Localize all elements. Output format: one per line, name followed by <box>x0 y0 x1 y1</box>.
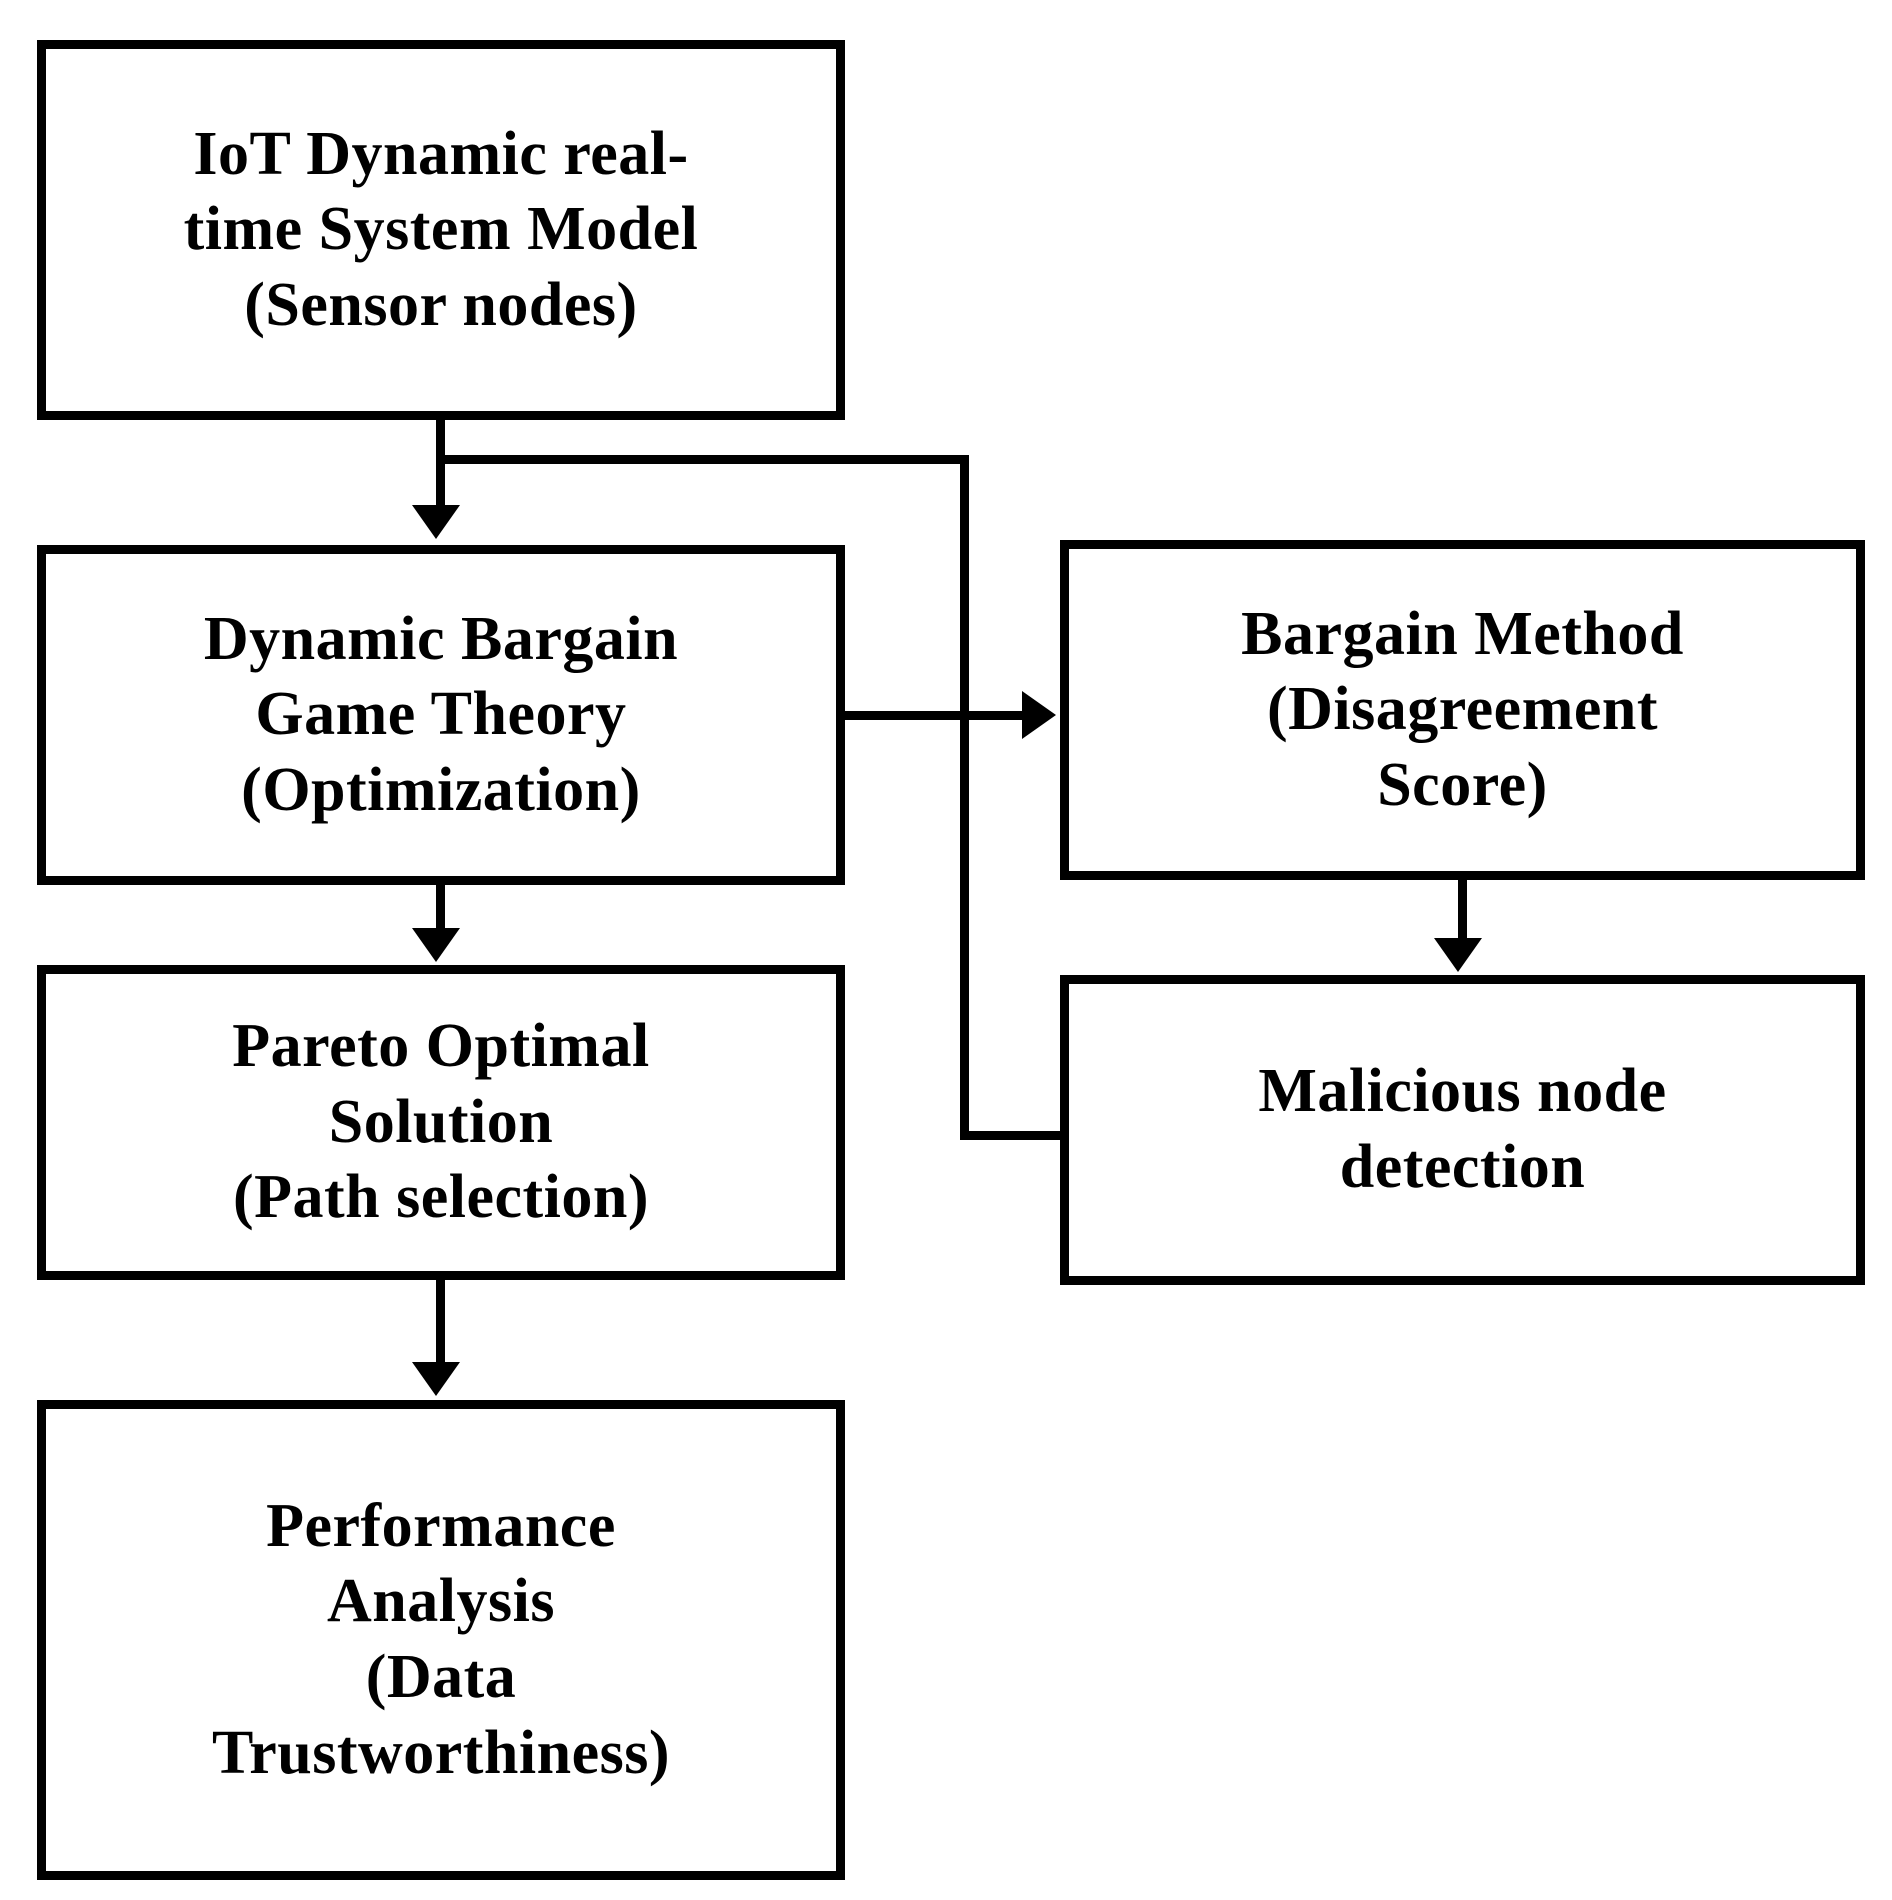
edge-iot-model-to-game-theory-arrowhead-icon <box>412 505 460 539</box>
edge-iot-model-to-malicious-segment-top <box>436 455 969 464</box>
edge-iot-model-to-malicious-segment-vertical <box>960 455 969 1140</box>
node-game-theory-label: Dynamic Bargain Game Theory (Optimizatio… <box>203 604 679 824</box>
edge-pareto-to-performance-arrowhead-icon <box>412 1362 460 1396</box>
node-pareto-optimal-solution[interactable]: Pareto Optimal Solution (Path selection) <box>37 965 845 1280</box>
edge-game-theory-to-pareto-line <box>436 885 445 935</box>
node-iot-model-label: IoT Dynamic real- time System Model (Sen… <box>183 119 699 339</box>
node-malicious-node-detection[interactable]: Malicious node detection <box>1060 975 1865 1285</box>
node-iot-model[interactable]: IoT Dynamic real- time System Model (Sen… <box>37 40 845 420</box>
edge-game-theory-to-bargain-method-arrowhead-icon <box>1022 691 1056 739</box>
edge-bargain-method-to-malicious-line <box>1458 880 1467 940</box>
node-malicious-node-detection-label: Malicious node detection <box>1258 1057 1667 1201</box>
node-performance-analysis[interactable]: Performance Analysis (Data Trustworthine… <box>37 1400 845 1880</box>
node-pareto-optimal-solution-label: Pareto Optimal Solution (Path selection) <box>232 1012 650 1232</box>
edge-bargain-method-to-malicious-arrowhead-icon <box>1434 938 1482 972</box>
node-bargain-method-label: Bargain Method (Disagreement Score) <box>1241 599 1684 819</box>
edge-pareto-to-performance-line <box>436 1280 445 1366</box>
edge-iot-model-to-malicious-segment-bottom <box>960 1131 1068 1140</box>
edge-game-theory-to-pareto-arrowhead-icon <box>412 928 460 962</box>
node-performance-analysis-label: Performance Analysis (Data Trustworthine… <box>211 1491 671 1787</box>
edge-iot-model-to-game-theory-line <box>436 420 445 515</box>
edge-game-theory-to-bargain-method-line <box>845 711 1035 720</box>
node-bargain-method[interactable]: Bargain Method (Disagreement Score) <box>1060 540 1865 880</box>
node-game-theory[interactable]: Dynamic Bargain Game Theory (Optimizatio… <box>37 545 845 885</box>
